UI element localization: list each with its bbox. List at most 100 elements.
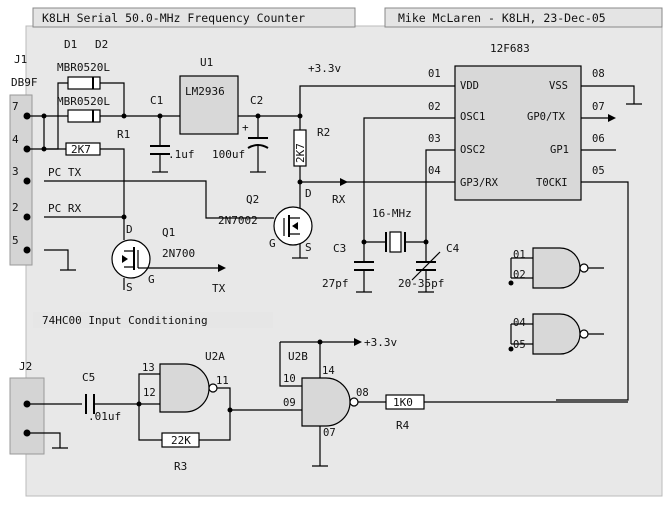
- nand-gate-spare-2: 04 05: [508, 313, 604, 355]
- u2b-ref: U2B: [288, 350, 308, 363]
- d2-value: MBR0520L: [57, 95, 110, 108]
- title-box: [32, 7, 356, 28]
- capacitor-c4: C4 20-35pf: [398, 242, 460, 293]
- u1-value: LM2936: [185, 85, 225, 98]
- nand-gate-u2a: U2A 13 12 11: [138, 350, 231, 413]
- gate-pin: 14: [322, 365, 335, 377]
- mcu-pin-num: 03: [428, 133, 441, 145]
- author-credit: Mike McLaren - K8LH, 23-Dec-05: [398, 11, 606, 25]
- mcu-pin-num: 06: [592, 133, 605, 145]
- gate-pin: 05: [513, 339, 526, 351]
- mcu-pin-num: 07: [592, 101, 605, 113]
- u1-ref: U1: [200, 56, 213, 69]
- c3-value: 27pf: [322, 277, 349, 290]
- mosfet-q2: Q2 2N7002 D G S: [218, 182, 313, 259]
- mcu-pin-num: 08: [592, 68, 605, 80]
- gate-pin: 02: [513, 269, 526, 281]
- gate-pin: 04: [513, 317, 526, 329]
- resistor-r1: 2K7 R1: [65, 113, 130, 226]
- mcu-pin-name: GP1: [550, 144, 569, 156]
- q1-ref: Q1: [162, 226, 175, 239]
- regulator-u1: U1 LM2936: [179, 56, 239, 135]
- c2-value: 100uf: [212, 148, 245, 161]
- gate-pin: 09: [283, 397, 296, 409]
- r4-value: 1K0: [393, 396, 413, 409]
- nand-gate-spare-1: 01 02: [508, 247, 604, 289]
- crystal-16mhz: 16-MHz: [361, 207, 429, 253]
- crystal-value: 16-MHz: [372, 207, 412, 220]
- mcu-pin-name: T0CKI: [536, 177, 568, 189]
- j1-pin: 7: [12, 100, 19, 113]
- c4-value: 20-35pf: [398, 277, 444, 290]
- mcu-pin-num: 05: [592, 165, 605, 177]
- j1-pin: 2: [12, 201, 19, 214]
- gate-pin: 08: [356, 387, 369, 399]
- capacitor-c2: C2 + 100uf: [212, 94, 269, 173]
- j1-type: DB9F: [11, 76, 38, 89]
- c5-ref: C5: [82, 371, 95, 384]
- j1-pin: 5: [12, 234, 19, 247]
- j2-ref: J2: [19, 360, 32, 373]
- mcu-pin-num: 02: [428, 101, 441, 113]
- q2-ref: Q2: [246, 193, 259, 206]
- r2-ref: R2: [317, 126, 330, 139]
- q1-source-label: S: [126, 281, 133, 294]
- r4-ref: R4: [396, 419, 410, 432]
- mcu-12f683: 12F683 01 VDD 02 OSC1 03 OSC2 04 GP3/RX …: [428, 42, 605, 201]
- r1-ref: R1: [117, 128, 130, 141]
- c5-value: .01uf: [88, 410, 121, 423]
- d1-value: MBR0520L: [57, 61, 110, 74]
- q1-drain-label: D: [126, 223, 133, 236]
- gate-pin: 01: [513, 249, 526, 261]
- j1-connector: J1 DB9F 7 4 3 2 5: [9, 53, 38, 266]
- capacitor-c3: C3 27pf: [322, 242, 374, 293]
- section-label: 74HC00 Input Conditioning: [42, 314, 208, 327]
- section-label-box: [33, 312, 273, 328]
- gate-pin: 13: [142, 362, 155, 374]
- gate-pin: 12: [143, 387, 156, 399]
- pc-rx-label: PC RX: [48, 202, 81, 215]
- vcc2-net-label: +3.3v: [364, 336, 397, 349]
- mcu-pin-name: VSS: [549, 80, 568, 92]
- gate-pin: 11: [216, 375, 229, 387]
- gate-pin: 10: [283, 373, 296, 385]
- r1-value: 2K7: [71, 143, 91, 156]
- resistor-r4: 1K0 R4: [385, 394, 425, 432]
- c3-ref: C3: [333, 242, 346, 255]
- j1-pin: 4: [12, 133, 19, 146]
- gate-pin: 07: [323, 427, 336, 439]
- j2-connector: J2: [9, 360, 82, 455]
- pc-tx-label: PC TX: [48, 166, 81, 179]
- j1-pin: 3: [12, 165, 19, 178]
- capacitor-c1: C1 .1uf: [150, 94, 195, 173]
- u2a-ref: U2A: [205, 350, 225, 363]
- c1-ref: C1: [150, 94, 163, 107]
- mcu-pin-num: 04: [428, 165, 441, 177]
- q1-value: 2N700: [162, 247, 195, 260]
- r3-value: 22K: [171, 434, 191, 447]
- author-box: [384, 7, 663, 28]
- vcc-net-label: +3.3v: [308, 62, 341, 75]
- mcu-pin-name: GP3/RX: [460, 177, 499, 189]
- rx-net-label: RX: [332, 193, 346, 206]
- c1-value: .1uf: [168, 148, 195, 161]
- capacitor-c5: C5 .01uf: [82, 371, 160, 423]
- mcu-pin-name: OSC2: [460, 144, 485, 156]
- mcu-pin-name: OSC1: [460, 111, 485, 123]
- c2-polarity: +: [242, 121, 249, 134]
- q2-gate-label: G: [269, 237, 276, 250]
- r3-ref: R3: [174, 460, 187, 473]
- d2-ref: D2: [95, 38, 108, 51]
- q1-gate-label: G: [148, 273, 155, 286]
- diode-d1-d2: D1 D2 MBR0520L MBR0520L: [27, 38, 125, 152]
- mcu-pin-name: GP0/TX: [527, 111, 566, 123]
- q2-source-label: S: [305, 241, 312, 254]
- schematic-title: K8LH Serial 50.0-MHz Frequency Counter: [42, 11, 305, 25]
- c2-ref: C2: [250, 94, 263, 107]
- resistor-r2: 2K7 R2: [293, 116, 330, 182]
- d1-ref: D1: [64, 38, 77, 51]
- mcu-pin-num: 01: [428, 68, 441, 80]
- r2-value: 2K7: [294, 143, 307, 163]
- j1-ref: J1: [14, 53, 27, 66]
